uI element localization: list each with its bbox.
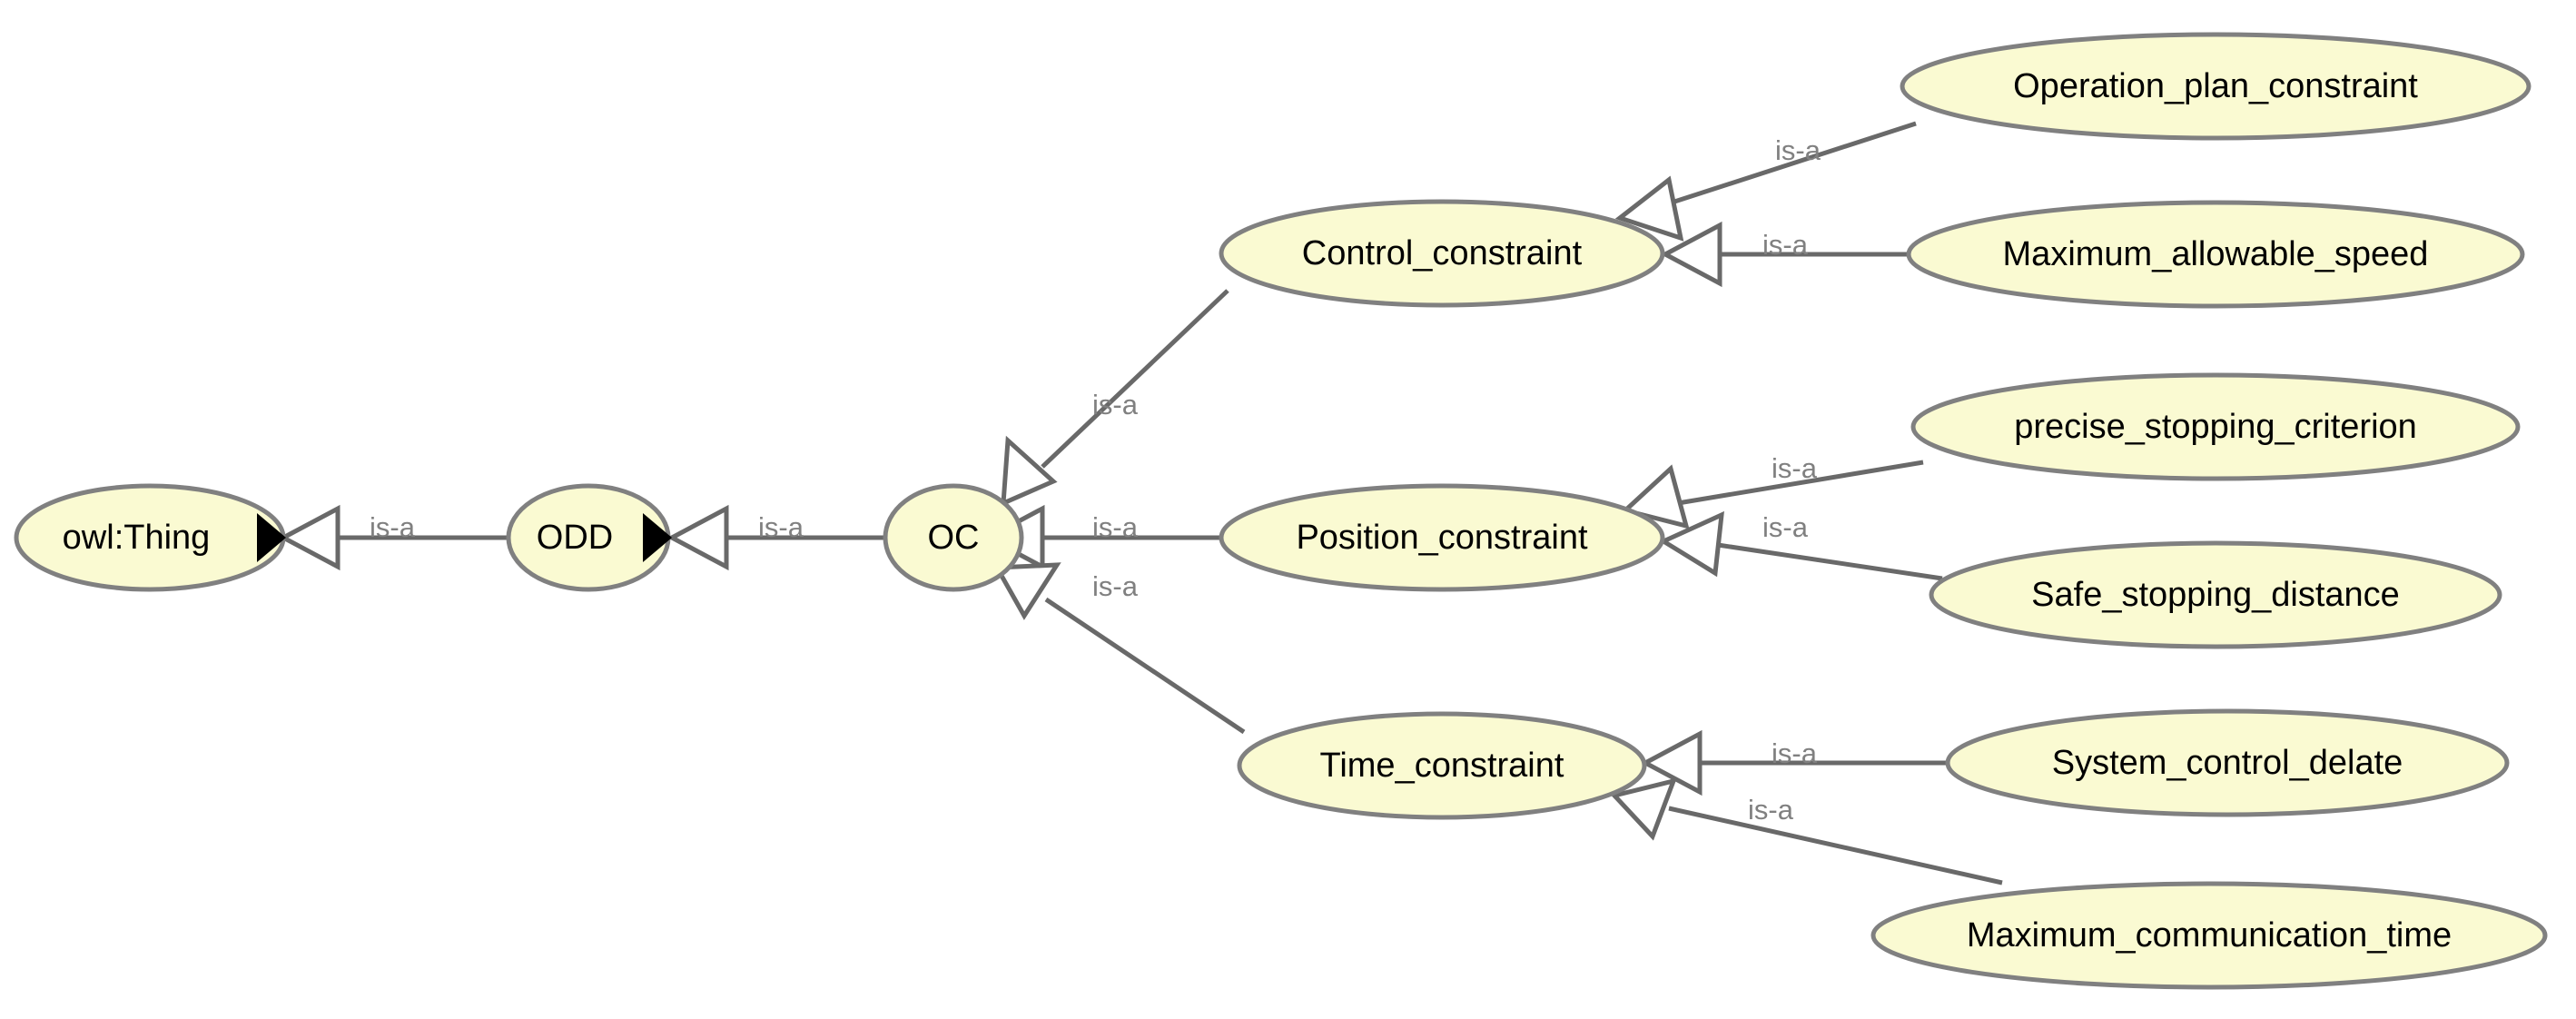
- node-layer: owl:Thing ODD OC Control_constraint Posi…: [14, 32, 2548, 990]
- edge-label-layer: is-a is-a is-a is-a is-a is-a is-a is-a …: [370, 134, 1821, 826]
- node-label: Time_constraint: [1320, 747, 1564, 785]
- edge-time-to-oc[interactable]: [992, 562, 1246, 735]
- node-precise-stopping-criterion[interactable]: precise_stopping_criterion: [1910, 372, 2521, 481]
- solid-triangle-marker-icon: [643, 513, 672, 562]
- edge-label-is-a: is-a: [1772, 452, 1818, 484]
- edge-label-is-a: is-a: [758, 511, 804, 543]
- node-maximum-allowable-speed[interactable]: Maximum_allowable_speed: [1906, 200, 2525, 309]
- node-label: Operation_plan_constraint: [2013, 67, 2418, 105]
- edge-label-is-a: is-a: [370, 511, 416, 543]
- node-label: Maximum_communication_time: [1967, 916, 2452, 955]
- is-a-arrowhead: [1640, 729, 1703, 796]
- node-system-control-delate[interactable]: System_control_delate: [1945, 708, 2510, 817]
- node-label: precise_stopping_criterion: [2014, 408, 2417, 446]
- node-time-constraint[interactable]: Time_constraint: [1237, 711, 1647, 820]
- node-ellipse: [1900, 32, 2532, 141]
- node-ellipse: [1219, 483, 1665, 592]
- node-label: Safe_stopping_distance: [2031, 576, 2400, 614]
- edge-odd-to-owlthing[interactable]: [278, 504, 508, 571]
- edge-line: [1041, 289, 1229, 469]
- edge-line: [1677, 460, 1924, 506]
- node-ellipse: [1945, 708, 2510, 817]
- node-ellipse: [883, 483, 1024, 592]
- node-ellipse: [1237, 711, 1647, 820]
- node-owl-thing[interactable]: owl:Thing: [14, 483, 286, 592]
- is-a-arrowhead: [992, 562, 1061, 620]
- node-safe-stopping-distance[interactable]: Safe_stopping_distance: [1929, 540, 2502, 649]
- edge-label-is-a: is-a: [1762, 511, 1809, 543]
- node-oc[interactable]: OC: [883, 483, 1024, 592]
- is-a-arrowhead: [1001, 435, 1058, 507]
- edge-line: [1717, 542, 1943, 581]
- edge-label-is-a: is-a: [1772, 737, 1818, 769]
- node-ellipse: [1910, 372, 2521, 481]
- is-a-arrowhead: [278, 504, 341, 571]
- is-a-arrowhead: [666, 504, 729, 571]
- node-odd[interactable]: ODD: [506, 483, 672, 592]
- node-ellipse: [1906, 200, 2525, 309]
- solid-triangle-marker-icon: [257, 513, 286, 562]
- edge-opplan-to-control[interactable]: [1614, 121, 1917, 242]
- edge-line: [1044, 597, 1246, 735]
- node-label: System_control_delate: [2052, 744, 2403, 782]
- is-a-arrowhead: [1658, 510, 1724, 578]
- edge-line: [1668, 121, 1917, 206]
- node-operation-plan-constraint[interactable]: Operation_plan_constraint: [1900, 32, 2532, 141]
- edge-precstop-to-position[interactable]: [1620, 460, 1924, 529]
- is-a-arrowhead: [1614, 175, 1684, 242]
- edge-label-is-a: is-a: [1092, 389, 1139, 420]
- node-label: Maximum_allowable_speed: [2003, 235, 2429, 273]
- edge-sysdelate-to-time[interactable]: [1640, 729, 1948, 796]
- edge-maxspeed-to-control[interactable]: [1660, 221, 1910, 288]
- node-label: ODD: [537, 519, 613, 557]
- node-ellipse: [1219, 199, 1665, 308]
- edge-maxcomm-to-time[interactable]: [1610, 777, 2003, 885]
- edge-label-is-a: is-a: [1748, 794, 1794, 826]
- is-a-arrowhead: [1660, 221, 1722, 288]
- node-label: owl:Thing: [63, 519, 211, 557]
- node-label: OC: [928, 519, 980, 557]
- edge-label-is-a: is-a: [1775, 134, 1821, 166]
- edge-oc-to-odd[interactable]: [666, 504, 885, 571]
- edge-line: [1668, 806, 2003, 885]
- node-ellipse: [1929, 540, 2502, 649]
- is-a-arrowhead: [1610, 777, 1678, 841]
- edge-safestop-to-position[interactable]: [1658, 510, 1943, 581]
- is-a-arrowhead: [1620, 464, 1690, 529]
- edge-label-is-a: is-a: [1762, 229, 1809, 261]
- node-label: Control_constraint: [1302, 234, 1583, 272]
- edge-label-is-a: is-a: [1092, 570, 1139, 602]
- node-control-constraint[interactable]: Control_constraint: [1219, 199, 1665, 308]
- node-maximum-communication-time[interactable]: Maximum_communication_time: [1870, 881, 2548, 990]
- node-label: Position_constraint: [1296, 519, 1588, 557]
- edge-control-to-oc[interactable]: [1001, 289, 1229, 507]
- edge-label-is-a: is-a: [1092, 511, 1139, 543]
- node-ellipse: [1870, 881, 2548, 990]
- node-position-constraint[interactable]: Position_constraint: [1219, 483, 1665, 592]
